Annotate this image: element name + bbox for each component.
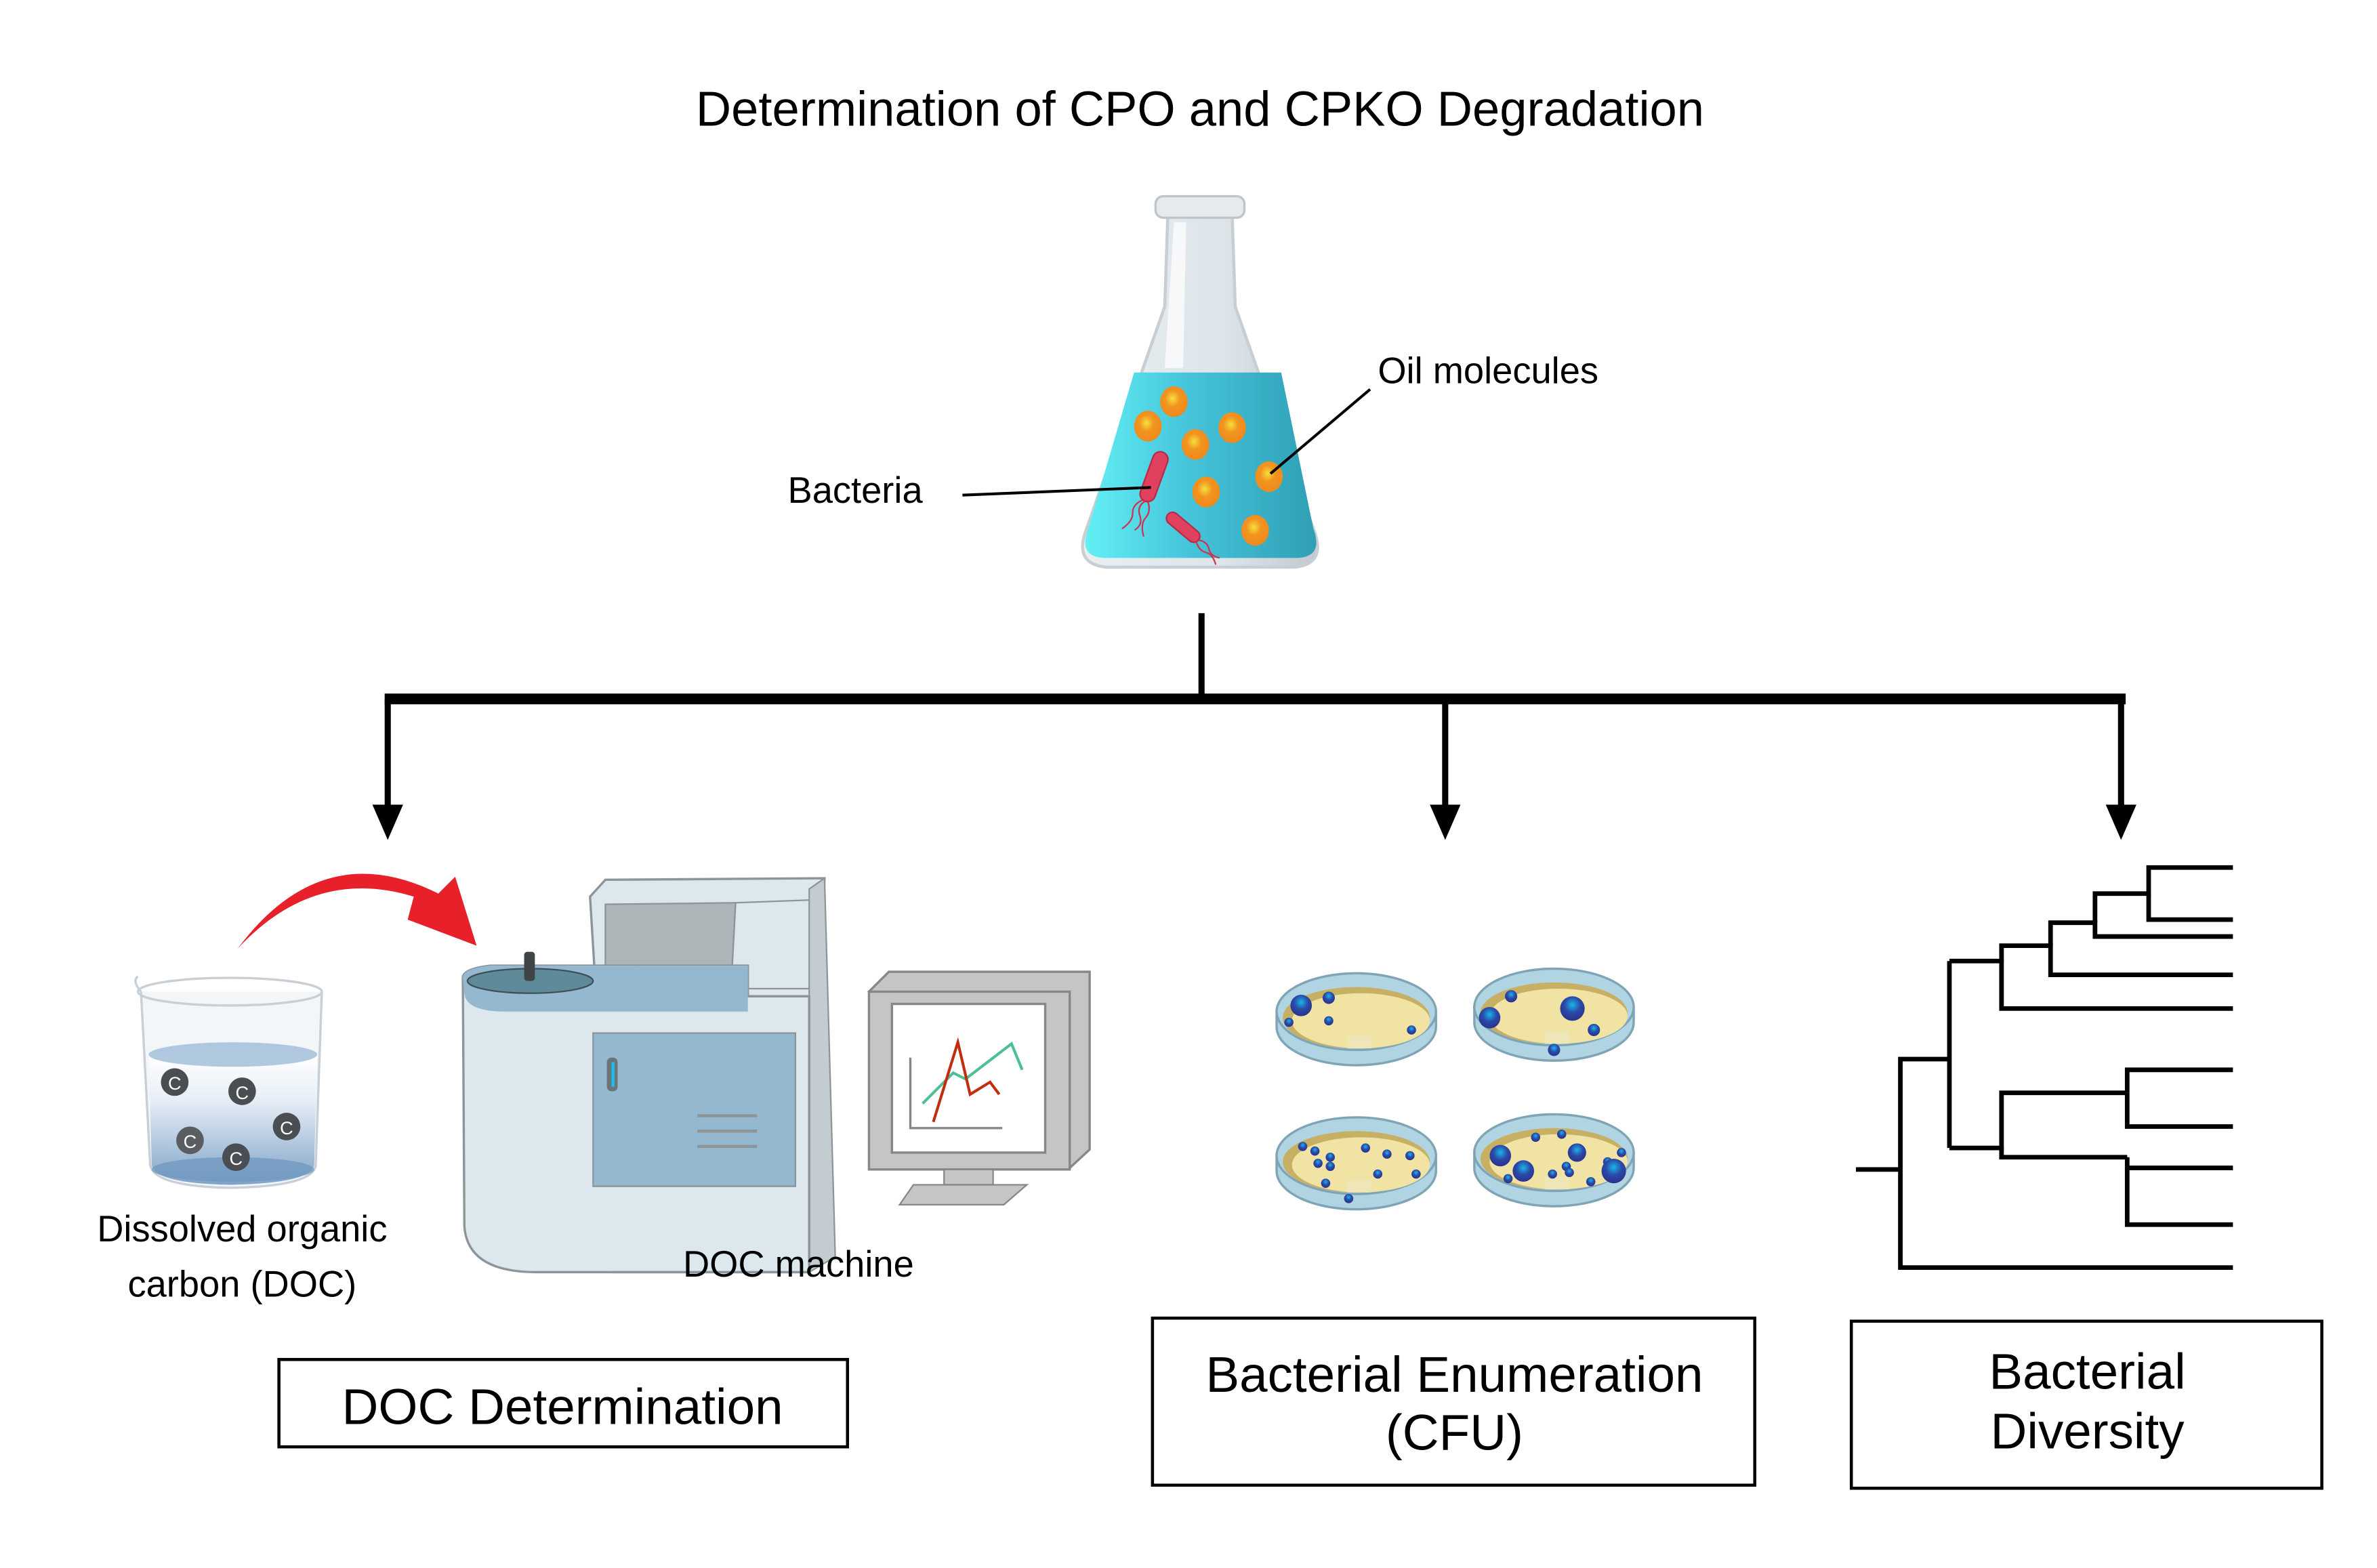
bacterial-colony [1373,1169,1383,1179]
machine-door [592,1032,796,1187]
bacterial-colony [1479,1007,1501,1029]
petri-dish [1275,1116,1437,1211]
carbon-atom: C [176,1126,204,1155]
carbon-atoms: C C C C C [161,1068,301,1172]
monitor-line-chart [909,1037,1024,1130]
bacterial-colony [1489,1144,1512,1167]
bacterial-colony [1313,1159,1323,1168]
oil-leader-line [1269,388,1371,475]
bacterial-enumeration-label-line-1: Bacterial Enumeration [1205,1346,1703,1403]
carbon-atom: C [161,1068,189,1096]
arrowhead-diversity [2105,804,2136,840]
bacterial-colony [1325,1152,1335,1162]
oil-droplet [1192,476,1220,508]
bacterial-colony [1298,1142,1308,1151]
computer-monitor-icon [867,970,1091,1205]
petri-dish [1275,972,1437,1067]
bacterial-colony [1505,990,1518,1003]
beaker-illustration: C C C C C [134,975,323,1189]
bacterial-colony [1361,1143,1371,1153]
bacterial-colony [1321,1178,1331,1188]
beaker-label-line-2: carbon (DOC) [127,1264,356,1305]
bacterial-colony [1290,994,1312,1016]
bacterial-colony [1382,1149,1392,1159]
svg-text:C: C [280,1117,293,1138]
svg-text:C: C [168,1073,182,1094]
oil-droplet [1241,515,1269,546]
bacterial-colony [1531,1132,1541,1142]
oil-droplet [1181,429,1210,460]
bacterial-colony [1411,1169,1421,1179]
bacterial-colony [1405,1151,1415,1161]
bacterial-colony [1322,991,1335,1004]
arrowhead-cfu [1430,804,1461,840]
carbon-atom: C [222,1143,250,1172]
bacterial-colony [1512,1160,1535,1182]
diagram-title: Determination of CPO and CPKO Degradatio… [696,82,1704,137]
bacterial-colony [1344,1194,1354,1203]
bacteria-icon [1121,451,1220,565]
bacterial-colony [1310,1146,1320,1156]
bacterial-colony [1503,1174,1513,1184]
oil-droplet [1134,411,1162,442]
phylogenetic-tree-icon [1855,865,2233,1270]
bacterial-colony [1588,1023,1600,1037]
bacterial-diversity-box: Bacterial Diversity [1849,1319,2323,1490]
flask-rim [1154,194,1246,219]
doc-branch: C C C C C [97,873,1091,1449]
petri-dish [1473,967,1635,1062]
bacterial-colony [1325,1161,1335,1172]
diversity-branch: Bacterial Diversity [1849,865,2323,1490]
oil-droplet [1218,412,1246,443]
doc-determination-label: DOC Determination [342,1378,783,1435]
bacterial-diversity-label-line-2: Diversity [1990,1402,2185,1459]
bacterial-enumeration-box: Bacterial Enumeration (CFU) [1151,1316,1756,1487]
carbon-atom: C [272,1113,301,1140]
bacterial-colony [1586,1177,1596,1187]
bacterial-colony [1407,1025,1416,1035]
bacterial-diversity-label-line-1: Bacterial [1989,1342,2185,1399]
doc-machine-label: DOC machine [683,1243,914,1285]
bacterial-colony [1617,1148,1626,1157]
bacterial-colony [1324,1016,1334,1026]
transfer-arrow [237,873,477,949]
bacterial-enumeration-label-line-2: (CFU) [1386,1404,1523,1461]
bacterial-colony [1548,1169,1557,1179]
svg-text:C: C [236,1082,249,1103]
bacterial-colony [1556,1130,1567,1139]
carbon-atom: C [228,1077,256,1105]
oil-molecules-label: Oil molecules [1378,350,1598,392]
cfu-branch: Bacterial Enumeration (CFU) [1151,967,1756,1487]
bacterial-colony [1567,1143,1586,1162]
bacteria-leader-line [962,486,1151,497]
doc-machine-illustration [461,876,836,1274]
bacterial-colony [1284,1017,1294,1027]
bacteria-label: Bacteria [788,470,924,511]
branch-connector [372,613,2136,840]
svg-text:C: C [230,1148,243,1169]
beaker-label-line-1: Dissolved organic [97,1208,387,1250]
oil-droplet [1160,386,1188,417]
arrowhead-doc [372,804,403,840]
bacterial-colony [1565,1168,1574,1178]
bacterial-colony [1601,1159,1626,1184]
bacterial-colony [1548,1044,1560,1056]
erlenmeyer-flask-illustration: Bacteria Oil molecules [788,194,1598,569]
chart-series-red [932,1037,1001,1123]
svg-text:C: C [184,1131,197,1152]
petri-dishes [1275,967,1635,1211]
petri-dish [1473,1113,1635,1208]
doc-determination-box: DOC Determination [277,1358,850,1449]
bacterial-colony [1560,996,1585,1021]
